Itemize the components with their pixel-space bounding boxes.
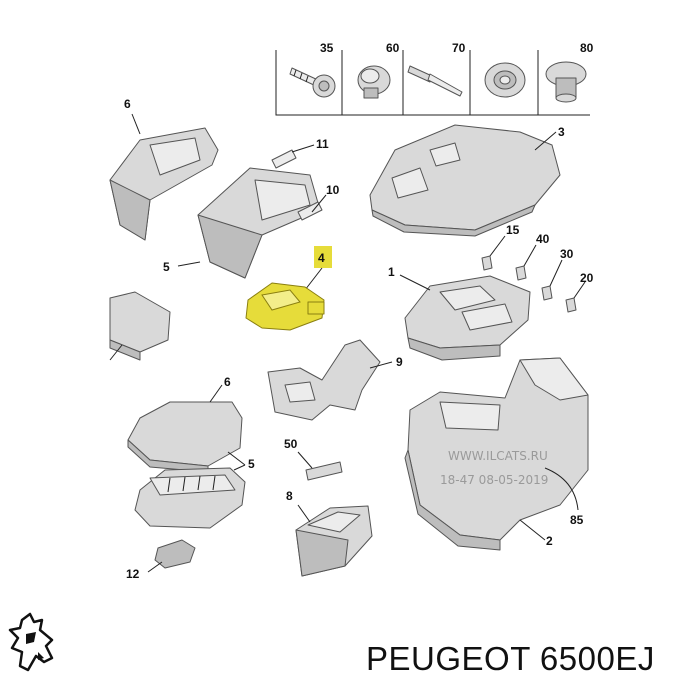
callout-70: 70 [452,41,466,55]
callout-6-top: 6 [124,97,131,111]
watermark-line-1: WWW.ILCATS.RU [448,449,548,463]
callout-4: 4 [318,251,325,265]
part-2-lower-housing: 2 85 [404,357,589,551]
callout-50: 50 [284,437,298,451]
part-5-frame: 5 11 10 [163,137,340,279]
part-1-fuse-box: 1 [388,265,531,361]
small-clips: 15 40 30 20 [481,223,594,313]
brand-part-number: PEUGEOT 6500EJ [366,640,655,677]
callout-35: 35 [320,41,334,55]
push-clip-icon [357,65,391,99]
part-9-bracket: 9 [267,339,403,421]
callout-40: 40 [536,232,550,246]
peugeot-lion-logo [8,612,54,672]
callout-8: 8 [286,489,293,503]
part-5-lower-fusebox: 5 [134,451,255,529]
part-6-cover-top: 6 [109,97,219,241]
part-8-module: 8 [286,489,373,577]
callout-4-highlight-bg [314,246,332,268]
cap-clip-icon [545,61,587,103]
callout-30: 30 [560,247,574,261]
rivet-icon [407,65,463,97]
part-12-connector: 12 [126,539,196,581]
part-left-edge [109,291,171,361]
callout-80: 80 [580,41,594,55]
part-4-highlighted-module: 4 [245,246,332,331]
part-6-cover-lower: 6 [127,375,243,473]
callout-15: 15 [506,223,520,237]
callout-60: 60 [386,41,400,55]
callout-11: 11 [316,137,329,151]
fastener-inset: 35 60 70 80 [275,41,594,116]
part-3-top-cover: 3 [369,124,565,237]
callout-9: 9 [396,355,403,369]
watermark-line-2: 18-47 08-05-2019 [440,473,548,487]
callout-5-lower: 5 [248,457,255,471]
callout-2: 2 [546,534,553,548]
part-50-clip: 50 [284,437,343,481]
screw-icon [289,67,336,98]
callout-12: 12 [126,567,140,581]
callout-3: 3 [558,125,565,139]
callout-85: 85 [570,513,584,527]
callout-5-top: 5 [163,260,170,274]
grommet-icon [484,62,526,98]
callout-20: 20 [580,271,594,285]
watermark: WWW.ILCATS.RU 18-47 08-05-2019 [440,449,548,487]
callout-6-lower: 6 [224,375,231,389]
callout-1: 1 [388,265,395,279]
callout-10: 10 [326,183,340,197]
